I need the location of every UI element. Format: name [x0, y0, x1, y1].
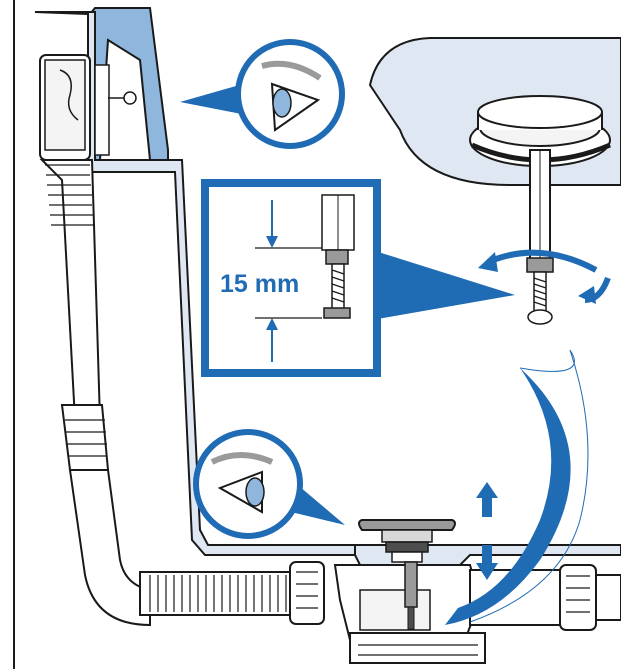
- plug-closeup: [368, 37, 621, 325]
- measurement-callout: 15 mm: [201, 179, 515, 377]
- tub-wall: [34, 7, 356, 556]
- drain-assembly: [333, 564, 621, 664]
- eye-icon: [180, 39, 345, 149]
- drain-plug: [358, 519, 456, 630]
- eye-icon: [193, 429, 345, 539]
- overflow-hose: [39, 159, 325, 627]
- measurement-label: 15 mm: [220, 270, 299, 298]
- rotate-arrow-icon: [478, 249, 611, 304]
- curved-arrow-icon: [445, 349, 589, 625]
- up-down-arrow-icon: [476, 482, 498, 580]
